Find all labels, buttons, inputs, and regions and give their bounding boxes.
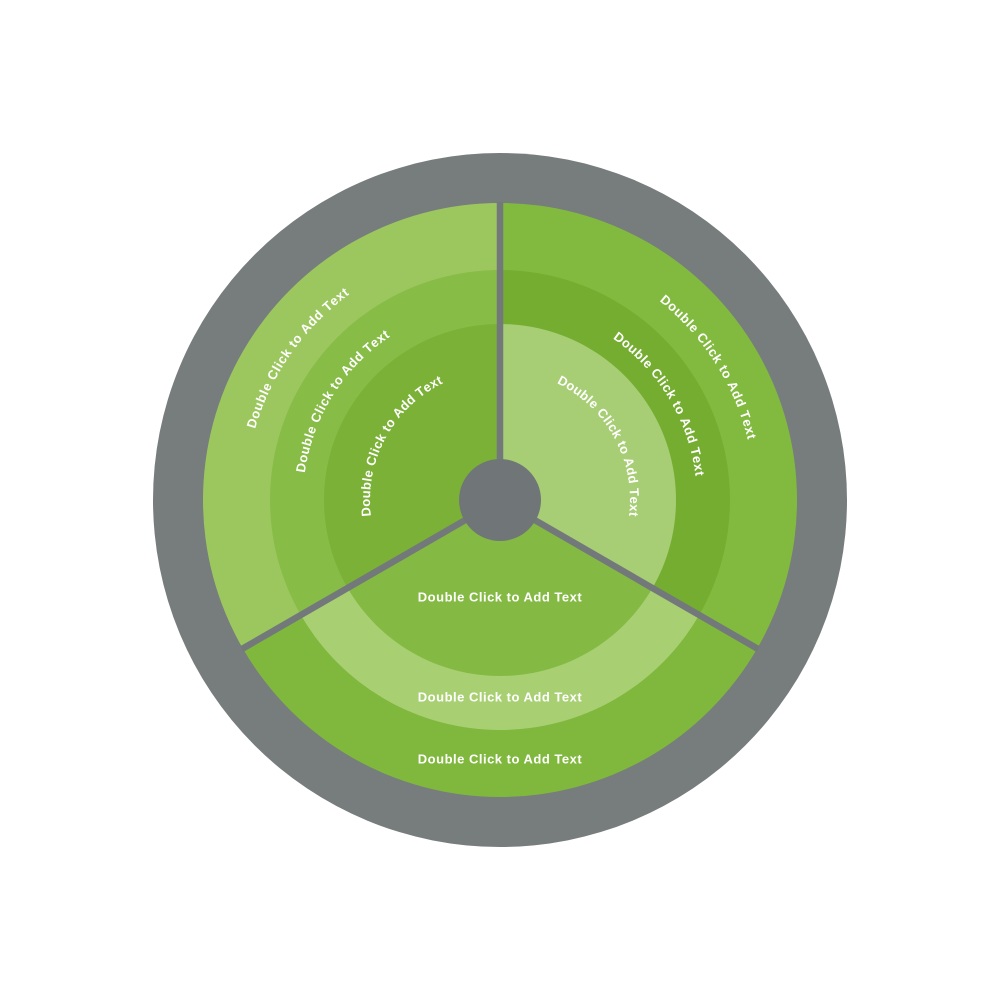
curved-label-char: b bbox=[358, 481, 375, 491]
curved-label-char: o bbox=[357, 498, 374, 507]
curved-label-char: e bbox=[626, 496, 643, 504]
curved-label-char: D bbox=[292, 461, 310, 474]
curved-label-char: t bbox=[626, 511, 642, 518]
sector-bottom-ring-inner[interactable] bbox=[347, 500, 653, 676]
label-bottom-middle[interactable]: Double Click to Add Text bbox=[417, 689, 583, 705]
divider-line-240deg bbox=[240, 497, 502, 652]
label-bottom-inner[interactable]: Double Click to Add Text bbox=[417, 589, 583, 605]
label-bottom-outer[interactable]: Double Click to Add Text bbox=[417, 751, 583, 767]
center-hub[interactable] bbox=[459, 459, 541, 541]
curved-label-char: u bbox=[357, 490, 374, 499]
curved-label-char: D bbox=[358, 506, 374, 518]
divider-line-120deg bbox=[498, 497, 760, 652]
curved-label-char: T bbox=[626, 487, 642, 497]
curved-label-char: t bbox=[692, 470, 708, 477]
